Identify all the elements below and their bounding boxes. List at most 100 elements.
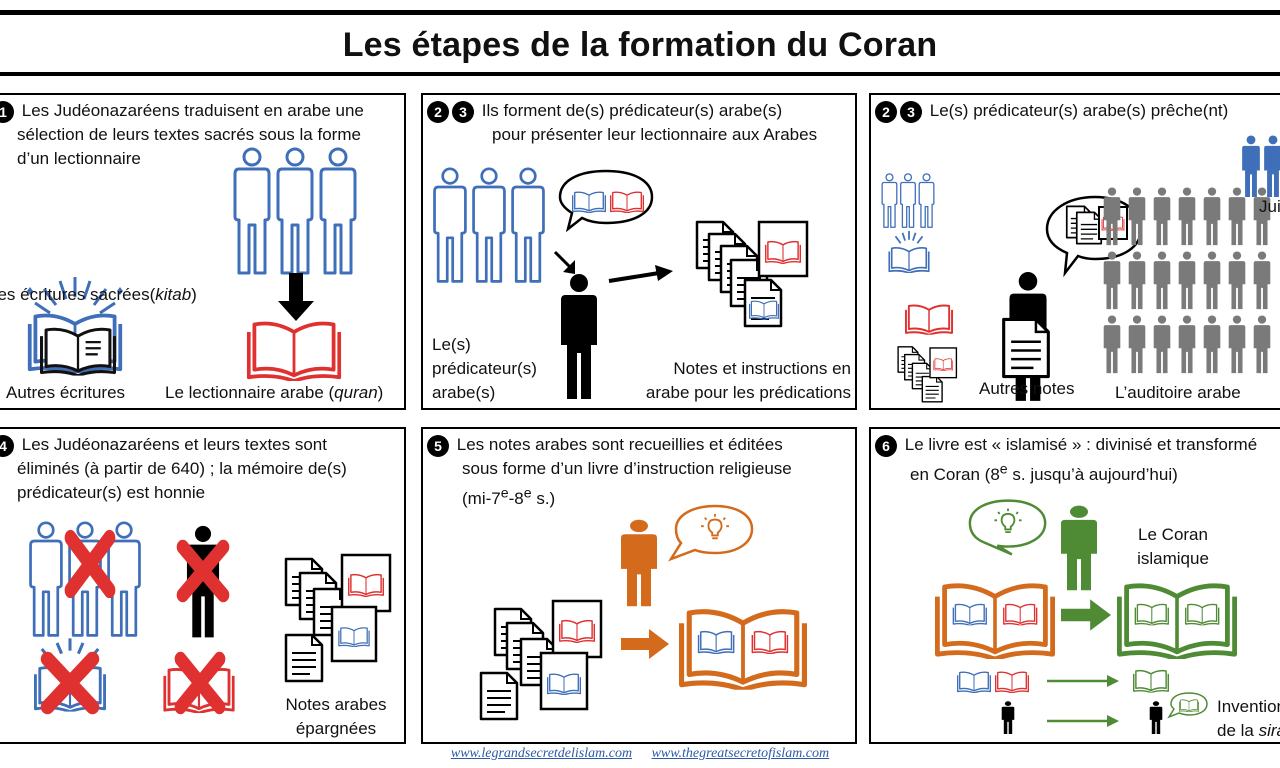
- step-number-6: 6: [875, 434, 897, 457]
- spared-notes-icon: [284, 553, 392, 683]
- audience-person-icon: [1178, 251, 1196, 310]
- panel-1-line-3: d’un lectionnaire: [17, 149, 141, 168]
- audience-person-icon: [1103, 315, 1121, 374]
- audience-person-icon: [1128, 251, 1146, 310]
- panel-step-6: 6 Le livre est « islamisé » : divinisé e…: [869, 427, 1280, 744]
- thin-green-arrow-1-icon: [1047, 675, 1119, 687]
- green-idea-bubble-icon: [968, 499, 1047, 556]
- idea-bubble-icon: [667, 504, 754, 562]
- label-coran-1: Le Coran: [1138, 525, 1208, 544]
- label-invention-2-pre: de la: [1217, 721, 1259, 740]
- audience-person-icon: [1178, 187, 1196, 246]
- label-invention: Invention de la sira: [1217, 695, 1280, 742]
- panel-step-5: 5 Les notes arabes sont recueillies et é…: [421, 427, 857, 744]
- label-spared-notes: Notes arabes épargnées: [276, 693, 396, 741]
- label-preacher-2: prédicateur(s): [432, 359, 537, 378]
- step-number-2: 2: [427, 100, 449, 123]
- step-number-3b: 3: [900, 100, 922, 123]
- invention-speech-bubble-icon: [1167, 692, 1208, 719]
- label-invention-1: Invention: [1217, 697, 1280, 716]
- translators-people-icon: [233, 147, 357, 275]
- panel-1-text: 1 Les Judéonazaréens traduisent en arabe…: [0, 99, 364, 171]
- label-other-writings: Autres écritures: [6, 383, 126, 402]
- panel-2-line-1: Ils forment de(s) prédicateur(s) arabe(s…: [481, 101, 783, 120]
- label-preacher-3: arabe(s): [432, 383, 496, 402]
- label-coran: Le Coran islamique: [1123, 523, 1223, 571]
- label-spared-1: Notes arabes: [285, 695, 387, 714]
- audience-person-icon: [1103, 251, 1121, 310]
- footer-link-english[interactable]: www.thegreatsecretofislam.com: [651, 746, 830, 761]
- label-invention-2-em: sira: [1258, 721, 1280, 740]
- notes-documents-icon: [695, 220, 809, 328]
- panel-5-line-2: sous forme d’un livre d’instruction reli…: [462, 459, 792, 478]
- thin-green-arrow-2-icon: [1047, 715, 1119, 727]
- label-sacred-pre: Les écritures sacrées(: [0, 285, 156, 304]
- step-number-1: 1: [0, 100, 14, 123]
- label-lectionary-pre: Le lectionnaire arabe (: [165, 383, 335, 402]
- red-cross-sacred-book-icon: [40, 651, 100, 715]
- audience-person-icon: [1228, 315, 1246, 374]
- label-sacred-post: ): [191, 285, 197, 304]
- panel-5-text: 5 Les notes arabes sont recueillies et é…: [427, 433, 792, 511]
- label-lectionary-em: quran: [334, 383, 378, 402]
- audience-person-icon: [1203, 315, 1221, 374]
- collected-notes-icon: [479, 599, 603, 721]
- audience-person-icon: [1253, 251, 1271, 310]
- step-number-4: 4: [0, 434, 14, 457]
- audience-person-icon: [1203, 187, 1221, 246]
- panel-step-1: 1 Les Judéonazaréens traduisent en arabe…: [0, 93, 406, 410]
- label-notes-1: Notes et instructions en: [673, 359, 851, 378]
- title-bar: Les étapes de la formation du Coran: [0, 18, 1280, 76]
- panel-4-line-2: éliminés (à partir de 640) ; la mémoire …: [17, 459, 347, 478]
- sacred-writings-book-icon: [27, 277, 123, 373]
- green-arrow-icon: [1061, 599, 1111, 631]
- panel-6-text: 6 Le livre est « islamisé » : divinisé e…: [875, 433, 1257, 487]
- panel-1-line-1: Les Judéonazaréens traduisent en arabe u…: [21, 101, 364, 120]
- preacher-person-icon: [561, 274, 597, 399]
- label-notes-instructions: Notes et instructions en arabe pour les …: [621, 357, 851, 405]
- audience-person-icon: [1203, 251, 1221, 310]
- down-arrow-icon: [278, 273, 314, 321]
- label-coran-2: islamique: [1137, 549, 1209, 568]
- panel-6-line-1: Le livre est « islamisé » : divinisé et …: [904, 435, 1258, 454]
- panel-5-line-1: Les notes arabes sont recueillies et édi…: [456, 435, 783, 454]
- small-lectionary-book-icon: [905, 304, 953, 335]
- speech-bubble-books-icon: [558, 169, 654, 233]
- footer-link-french[interactable]: www.legrandsecretdelislam.com: [450, 746, 633, 761]
- top-rule: [0, 10, 1280, 15]
- small-source-books-icon: [957, 671, 1029, 693]
- small-sacred-book-icon: [888, 231, 930, 273]
- panel-4-line-3: prédicateur(s) est honnie: [17, 483, 206, 502]
- small-blue-people-icon: [881, 173, 935, 228]
- step-number-2b: 2: [875, 100, 897, 123]
- audience-person-icon: [1153, 187, 1171, 246]
- footer-links: www.legrandsecretdelislam.com www.thegre…: [0, 746, 1280, 762]
- audience-person-icon: [1228, 251, 1246, 310]
- audience-person-icon: [1128, 315, 1146, 374]
- other-writings-book-icon: [40, 327, 116, 376]
- label-notes-2: arabe pour les prédications: [645, 383, 851, 402]
- invention-person-icon: [1149, 701, 1163, 734]
- panel-5-line-3: (mi-7e-8e s.): [462, 485, 556, 508]
- red-cross-lectionary-icon: [174, 651, 226, 715]
- red-cross-people-icon: [64, 529, 116, 599]
- label-lectionary: Le lectionnaire arabe (quran): [165, 381, 383, 405]
- small-green-book-icon: [1133, 669, 1169, 693]
- instruction-book-icon: [679, 597, 807, 693]
- label-lectionary-post: ): [377, 383, 384, 402]
- panel-6-line-2: en Coran (8e s. jusqu’à aujourd’hui): [910, 461, 1178, 484]
- step-number-3: 3: [452, 100, 474, 123]
- label-arab-audience: L’auditoire arabe: [1115, 383, 1241, 402]
- islamic-coran-book-icon: [1117, 575, 1237, 659]
- audience-person-icon: [1153, 251, 1171, 310]
- label-other-notes: Autres notes: [979, 379, 1075, 398]
- label-preacher: Le(s) prédicateur(s) arabe(s): [432, 333, 537, 405]
- arrow-to-preacher-icon: [553, 250, 575, 274]
- editor-person-icon: [621, 519, 657, 607]
- panel-4-line-1: Les Judéonazaréens et leurs textes sont: [21, 435, 327, 454]
- judeonazarene-people-icon: [433, 167, 545, 283]
- jews-people-icon: [1242, 135, 1280, 198]
- other-notes-document-icon: [1002, 317, 1050, 379]
